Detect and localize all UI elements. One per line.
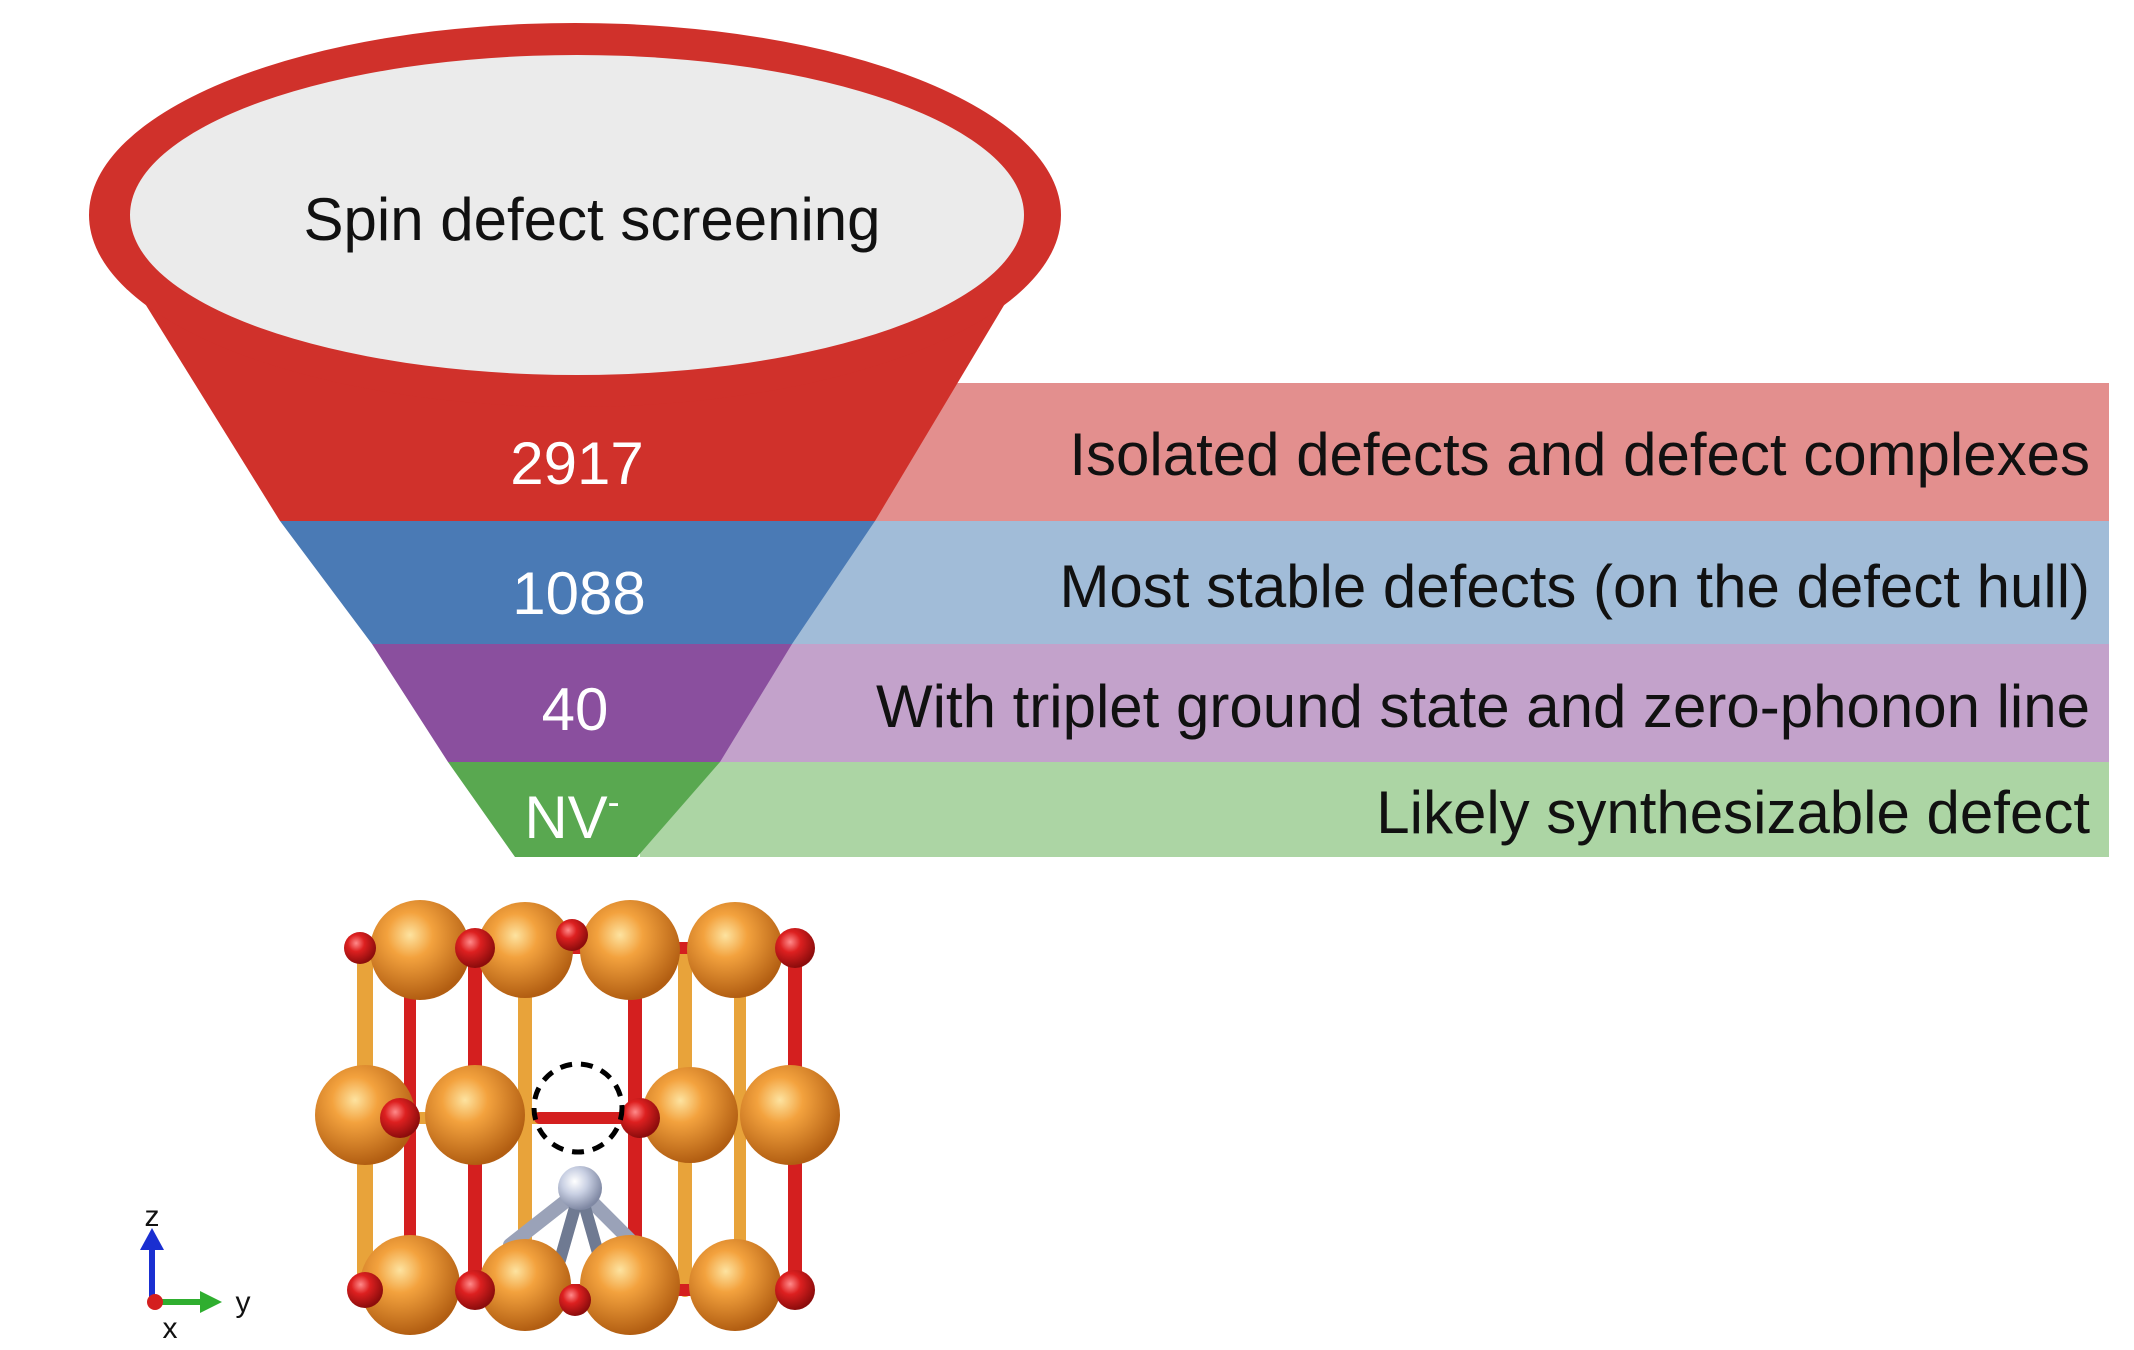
atom-red <box>775 928 815 968</box>
atom-orange <box>687 902 783 998</box>
stage-count-2: 1088 <box>512 560 645 627</box>
funnel-rim-inner <box>130 55 1024 375</box>
stage-description-3: With triplet ground state and zero-phono… <box>876 673 2090 740</box>
atom-red <box>380 1098 420 1138</box>
band-stage-2 <box>790 521 2109 644</box>
y-axis-label: y <box>236 1286 251 1319</box>
atom-orange <box>315 1065 415 1165</box>
orange-atoms-back <box>477 902 783 1331</box>
band-stage-3 <box>720 644 2109 762</box>
atom-orange <box>425 1065 525 1165</box>
stage-count-4-main: NV <box>524 784 607 851</box>
atom-orange <box>689 1239 781 1331</box>
atom-red <box>347 1272 383 1308</box>
atom-red <box>559 1284 591 1316</box>
stage-bands <box>640 383 2109 857</box>
funnel <box>89 23 1061 857</box>
stage-count-1: 2917 <box>510 430 643 497</box>
atom-red <box>344 932 376 964</box>
stage-count-4: NV- <box>524 781 619 851</box>
atom-orange <box>642 1067 738 1163</box>
atom-orange <box>477 902 573 998</box>
band-stage-1 <box>870 383 2109 521</box>
atom-orange <box>370 900 470 1000</box>
atom-red <box>620 1098 660 1138</box>
red-atoms <box>344 919 815 1316</box>
crystal-structure <box>315 900 840 1335</box>
stage-count-4-superscript: - <box>608 781 620 822</box>
band-stage-4 <box>640 762 2109 857</box>
atom-red <box>455 1270 495 1310</box>
stage-count-3: 40 <box>542 676 609 743</box>
atom-orange <box>479 1239 571 1331</box>
z-axis-arrowhead <box>140 1228 164 1250</box>
atom-orange <box>360 1235 460 1335</box>
funnel-segment-stage-4 <box>448 762 720 857</box>
funnel-title: Spin defect screening <box>303 186 880 253</box>
atom-red <box>455 928 495 968</box>
atom-orange <box>580 1235 680 1335</box>
stage-description-1: Isolated defects and defect complexes <box>1069 421 2090 488</box>
atom-orange <box>580 900 680 1000</box>
atom-red <box>556 919 588 951</box>
orange-atoms-front <box>315 900 840 1335</box>
y-axis-arrowhead <box>200 1291 222 1313</box>
x-axis-label: x <box>163 1312 178 1345</box>
funnel-segment-stage-2 <box>280 521 875 644</box>
atom-orange <box>740 1065 840 1165</box>
vacancy-marker <box>531 1061 625 1155</box>
stage-description-4: Likely synthesizable defect <box>1376 779 2090 846</box>
stage-description-2: Most stable defects (on the defect hull) <box>1059 553 2090 620</box>
axis-indicator: z y x <box>140 1200 251 1345</box>
x-axis-origin <box>147 1294 163 1310</box>
z-axis-label: z <box>145 1200 160 1233</box>
atom-nitrogen <box>558 1166 602 1210</box>
funnel-segment-stage-3 <box>372 644 792 762</box>
atom-red <box>775 1270 815 1310</box>
